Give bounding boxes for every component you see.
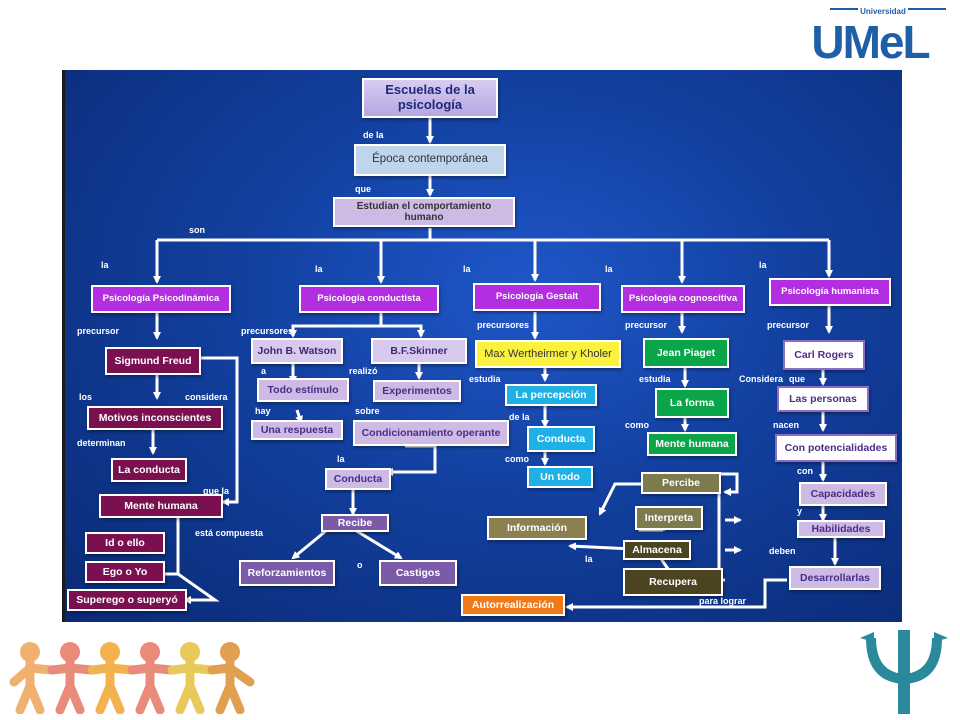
- node-reforzamientos: Reforzamientos: [239, 560, 335, 586]
- node-psicodinamica: Psicología Psicodinámica: [91, 285, 231, 313]
- node-conducta-g: Conducta: [527, 426, 595, 452]
- node-conductista: Psicología conductista: [299, 285, 439, 313]
- node-habilidades: Habilidades: [797, 520, 885, 538]
- label-y: y: [797, 506, 803, 516]
- node-bf-skinner: B.F.Skinner: [371, 338, 467, 364]
- label-deben: deben: [769, 546, 796, 556]
- label-de-la-g: de la: [509, 412, 530, 422]
- node-mente-humana-1: Mente humana: [99, 494, 223, 518]
- label-que: que: [355, 184, 372, 194]
- node-interpreta: Interpreta: [635, 506, 703, 530]
- label-la-5: la: [759, 260, 767, 270]
- label-precursor-5: precursor: [767, 320, 810, 330]
- node-escuelas: Escuelas de la psicología: [362, 78, 498, 118]
- node-epoca-contemporanea: Época contemporánea: [354, 144, 506, 176]
- node-una-respuesta: Una respuesta: [251, 420, 343, 440]
- node-la-conducta: La conducta: [111, 458, 187, 482]
- label-como-p: como: [625, 420, 650, 430]
- label-la-info: la: [585, 554, 593, 564]
- label-hay: hay: [255, 406, 271, 416]
- node-percibe: Percibe: [641, 472, 721, 494]
- label-para-lograr: para lograr: [699, 596, 747, 606]
- node-con-potencialidades: Con potencialidades: [775, 434, 897, 462]
- node-capacidades: Capacidades: [799, 482, 887, 506]
- node-motivos-inconscientes: Motivos inconscientes: [87, 406, 223, 430]
- label-la-1: la: [101, 260, 109, 270]
- label-como-g: como: [505, 454, 530, 464]
- label-estudia-p: estudia: [639, 374, 671, 384]
- node-castigos: Castigos: [379, 560, 457, 586]
- node-recupera: Recupera: [623, 568, 723, 596]
- node-wertheimer-kholer: Max Wertheirmer y Kholer: [475, 340, 621, 368]
- node-john-watson: John B. Watson: [251, 338, 343, 364]
- label-precursores-2: precursores: [241, 326, 294, 336]
- node-mente-humana-2: Mente humana: [647, 432, 737, 456]
- node-experimentos: Experimentos: [373, 380, 461, 402]
- node-las-personas: Las personas: [777, 386, 869, 412]
- people-chain-icon: [9, 642, 255, 714]
- node-autorrealizacion: Autorrealización: [461, 594, 565, 616]
- node-gestalt: Psicología Gestalt: [473, 283, 601, 311]
- label-o: o: [357, 560, 363, 570]
- concept-map-panel: Escuelas de la psicología de la Época co…: [62, 70, 902, 622]
- label-la-3: la: [463, 264, 471, 274]
- label-considera-1: considera: [185, 392, 228, 402]
- node-recibe: Recibe: [321, 514, 389, 532]
- label-considera-2: Considera: [739, 374, 784, 384]
- node-humanista: Psicología humanista: [769, 278, 891, 306]
- node-carl-rogers: Carl Rogers: [783, 340, 865, 370]
- node-un-todo: Un todo: [527, 466, 593, 488]
- node-conducta-c: Conducta: [325, 468, 391, 490]
- connector-lines: [149, 118, 839, 611]
- label-sobre: sobre: [355, 406, 380, 416]
- node-la-percepcion: La percepción: [505, 384, 597, 406]
- label-precursores-3: precursores: [477, 320, 530, 330]
- node-ego-o-yo: Ego o Yo: [85, 561, 165, 583]
- node-almacena: Almacena: [623, 540, 691, 560]
- label-precursor-4: precursor: [625, 320, 668, 330]
- label-nacen: nacen: [773, 420, 800, 430]
- label-de-la: de la: [363, 130, 384, 140]
- label-que-r: que: [789, 374, 806, 384]
- umel-logo: Universidad UMeL: [811, 7, 946, 66]
- node-cognoscitiva: Psicología cognoscitiva: [621, 285, 745, 313]
- label-precursor-1: precursor: [77, 326, 120, 336]
- label-esta-compuesta: está compuesta: [195, 528, 264, 538]
- node-jean-piaget: Jean Piaget: [643, 338, 729, 368]
- label-son: son: [189, 225, 206, 235]
- label-realizo: realizó: [349, 366, 378, 376]
- node-estudian-comportamiento: Estudian el comportamiento humano: [333, 197, 515, 227]
- label-que-la: que la: [203, 486, 230, 496]
- psi-symbol-icon: [860, 630, 948, 714]
- logo-small-text: Universidad: [860, 7, 906, 16]
- node-id-o-ello: Id o ello: [85, 532, 165, 554]
- node-superego: Superego o superyó: [67, 589, 187, 611]
- label-la-4: la: [605, 264, 613, 274]
- node-sigmund-freud: Sigmund Freud: [105, 347, 201, 375]
- label-la-2: la: [315, 264, 323, 274]
- node-informacion: Información: [487, 516, 587, 540]
- label-a: a: [261, 366, 267, 376]
- label-con: con: [797, 466, 814, 476]
- label-los: los: [79, 392, 93, 402]
- node-condicionamiento-operante: Condicionamiento operante: [353, 420, 509, 446]
- logo-big-text: UMeL: [811, 16, 929, 66]
- label-la-c: la: [337, 454, 345, 464]
- node-la-forma: La forma: [655, 388, 729, 418]
- label-determinan: determinan: [77, 438, 126, 448]
- node-desarrollarlas: Desarrollarlas: [789, 566, 881, 590]
- label-estudia-g: estudia: [469, 374, 501, 384]
- node-todo-estimulo: Todo estímulo: [257, 378, 349, 402]
